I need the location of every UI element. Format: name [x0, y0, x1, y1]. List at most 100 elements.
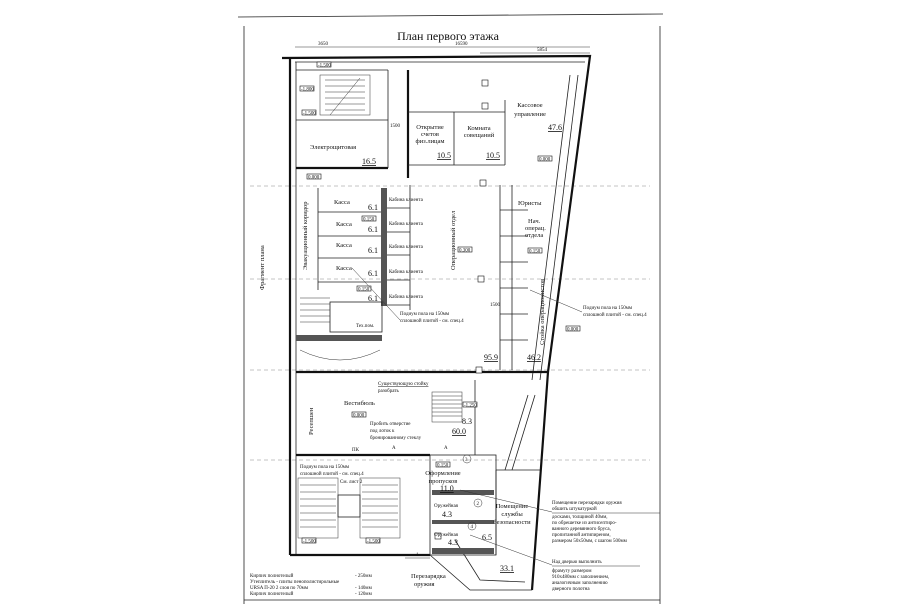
room-name-lawyers: Юристы [518, 200, 542, 207]
legend-value: - 250мм [355, 574, 373, 579]
sheet-top-border [237, 13, 664, 18]
legend-label: URSA П-20 2 слоя по 70мм [250, 586, 309, 591]
room-name-client-booth: Кабина клиента [389, 222, 424, 227]
legend-value: - 120мм [355, 592, 373, 597]
elevation-mark: -1.500 [303, 112, 316, 117]
legend-value: - 140мм [355, 586, 373, 591]
markers: 1 2 3 4 ПК А А [352, 446, 483, 559]
note-podium: сплошной плитой - см. спец.4 [300, 472, 364, 477]
note-transom: аналогичным заполнению [552, 581, 608, 586]
room-name-client-booth: Кабина клиента [389, 245, 424, 250]
room-name-passes: Оформление [425, 470, 461, 477]
room-name-security: Помещение [496, 503, 529, 510]
grid-axes [250, 185, 650, 461]
room-name-reload: оружия [414, 581, 435, 588]
room-area: 6.1 [368, 203, 378, 212]
elevation-mark: 0.000 [539, 158, 551, 163]
room-name-accounts: счетов [421, 131, 439, 138]
room-name-operations: Операционный отдел [450, 210, 457, 270]
room-name-head-ops: отдела [525, 232, 543, 239]
elevation-mark: 0.000 [353, 414, 365, 419]
note-transom: дверного полотна [552, 587, 590, 592]
room-name-armory: Оружейная [434, 504, 459, 509]
room-name-cash-management: управление [514, 111, 546, 118]
room-name-client-booth: Кабина клиента [389, 295, 424, 300]
room-name-cash-management: Кассовое [517, 102, 543, 109]
room-name-client-booth: Кабина клиента [389, 198, 424, 203]
room-area: 6.5 [482, 533, 492, 542]
exterior-walls [281, 54, 592, 591]
room-area: 16.5 [362, 157, 376, 166]
note-transom: Над дверью выполнить [552, 560, 602, 565]
room-name-accounts: Открытие [416, 124, 444, 131]
room-name-security: службы [501, 511, 523, 518]
marker: 2 [477, 502, 480, 507]
elevation-marks: -1.500 -1.800 -1.500 0.000 0.150 0.300 0… [299, 61, 581, 545]
elevation-mark: 0.150 [358, 288, 370, 293]
elevation-mark: 0.150 [437, 464, 449, 469]
legend-label: Утеплитель - плиты пенополистирольные [250, 580, 340, 585]
room-name-passes: пропусков [429, 478, 458, 485]
room-area: 8.3 [462, 417, 472, 426]
section-marker: А [444, 446, 448, 451]
section-marker: А [392, 446, 396, 451]
note-reload-room: досками, толщиной 40мм, [552, 515, 608, 520]
room-name-cash-desk: Касса [336, 221, 352, 228]
room-name-security: безопасности [493, 519, 531, 526]
note-reload-room: пропитанной антипиреном, [552, 533, 611, 538]
note-remove-counter: разобрать [378, 389, 399, 394]
room-name-cash-desk: Касса [334, 199, 350, 206]
note-reload-room: обшить штукатуркой [552, 507, 597, 512]
note-hole: бронированному стеклу [370, 436, 422, 441]
room-area: 4.3 [448, 538, 458, 547]
dimension-label: 16590 [455, 42, 468, 47]
dimension-label: 5854 [537, 48, 548, 53]
room-name-meeting: Комната [467, 125, 490, 132]
room-area: 4.3 [442, 510, 452, 519]
dimension-lines: 3650 16590 5854 1500 1500 [295, 42, 590, 308]
room-area: 6.1 [368, 225, 378, 234]
room-area: 10.5 [486, 151, 500, 160]
dimension-label: 3650 [318, 42, 329, 47]
note-podium: Подиум пола на 150мм [400, 312, 450, 317]
room-name-accounts: физ.лицам [415, 138, 444, 145]
annotations: Подиум пола на 150мм сплошной плитой - с… [300, 267, 660, 592]
note-reload-room: ванного деревянного бруса, [552, 527, 611, 532]
elevation-mark: -1.250 [464, 404, 477, 409]
note-transom: 910x480мм с заполнением, [552, 575, 609, 580]
elevation-mark: 0.150 [363, 218, 375, 223]
room-area: 6.1 [368, 246, 378, 255]
note-transom: фрамугу размером [552, 569, 592, 574]
elevation-mark: 0.300 [459, 249, 471, 254]
note-podium: Подиум пола на 150мм [583, 306, 633, 311]
legend-label: Кирпич полнотелый [250, 592, 294, 597]
note-podium: сплошной плитой - см. спец.4 [583, 313, 647, 318]
elevation-mark: 0.000 [308, 176, 320, 181]
room-name-meeting: совещаний [464, 132, 495, 139]
note-hole: Пробить отверстие [370, 422, 411, 427]
room-labels: Кассовое управление 47.6 Открытие счетов… [259, 102, 562, 588]
plan-title: План первого этажа [397, 29, 500, 43]
room-area: 6.1 [368, 269, 378, 278]
room-name-reception: Ресепшен [308, 407, 315, 435]
note-reload-room: по обрешетке из антисептиро- [552, 521, 617, 526]
legend-label: Кирпич полнотелый [250, 574, 294, 579]
elevation-mark: 0.150 [529, 250, 541, 255]
room-area: 46.2 [527, 353, 541, 362]
room-name-lobby: Вестибюль [344, 400, 375, 407]
note-podium: См. лист 2 [340, 480, 363, 485]
room-name-cash-desk: Касса [336, 265, 352, 272]
note-reload-room: Помещение перезарядки оружия [552, 501, 622, 506]
elevation-mark: -1.500 [367, 540, 380, 545]
room-name-head-ops: Нач. [528, 218, 541, 225]
materials-legend: Кирпич полнотелый - 250мм Утеплитель - п… [250, 574, 373, 597]
room-area: 95.9 [484, 353, 498, 362]
room-area: 10.5 [437, 151, 451, 160]
fragment-label: Фрагмент плана [259, 245, 266, 290]
interior-walls [296, 69, 548, 556]
room-name-client-booth: Кабина клиента [389, 270, 424, 275]
room-name-cash-desk: Касса [336, 242, 352, 249]
dimension-label: 1500 [490, 303, 501, 308]
note-podium: сплошной плитой - см. спец.4 [400, 319, 464, 324]
